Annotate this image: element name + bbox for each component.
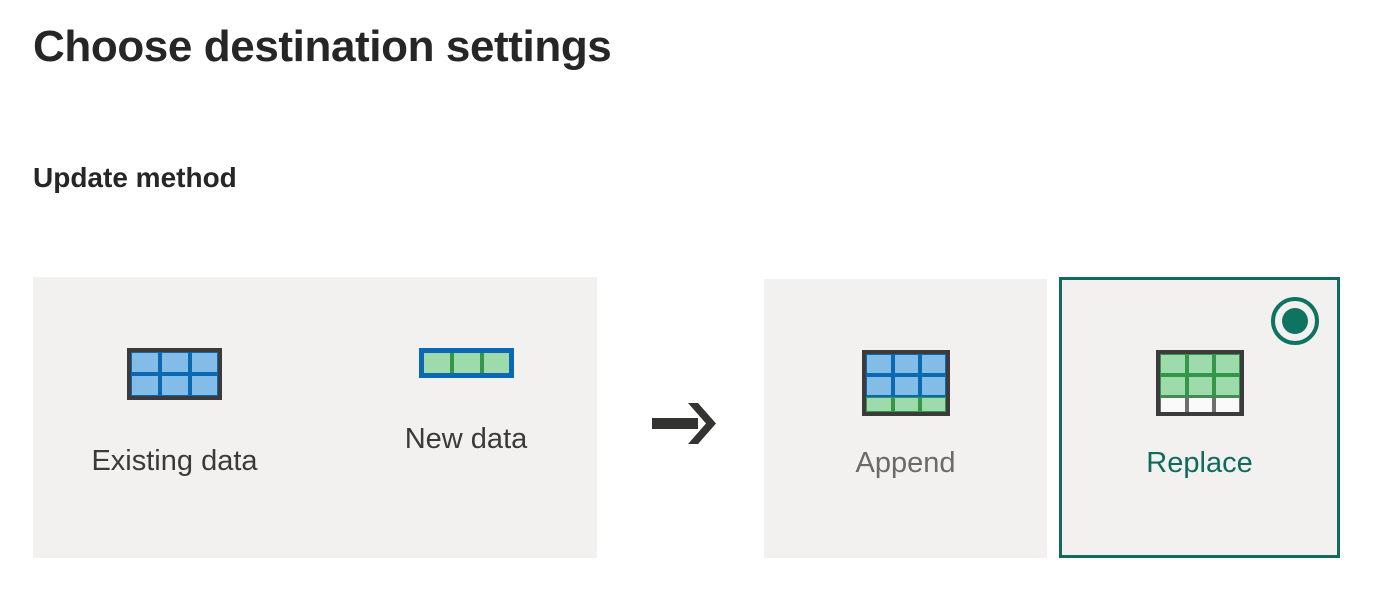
grid-3x3-blue-over-green-icon — [861, 350, 950, 416]
grid-3x2-blue-icon — [127, 348, 222, 400]
source-item-existing-data: Existing data — [62, 348, 287, 476]
section-heading-update-method: Update method — [33, 162, 237, 193]
source-item-new-data: New data — [370, 348, 562, 454]
arrow-right-icon — [652, 403, 716, 444]
option-label-append: Append — [855, 447, 956, 479]
grid-3x1-green-icon — [418, 348, 514, 378]
page-title: Choose destination settings — [33, 22, 612, 71]
source-data-panel — [33, 277, 597, 558]
source-item-label-existing-data: Existing data — [91, 445, 258, 477]
option-replace[interactable]: Replace — [1062, 350, 1337, 478]
grid-3x3-green-over-empty-icon — [1155, 350, 1244, 416]
source-item-label-new-data: New data — [404, 423, 528, 455]
option-append[interactable]: Append — [764, 350, 1047, 478]
radio-selected-icon[interactable] — [1271, 297, 1319, 345]
option-panel-append[interactable] — [764, 279, 1047, 558]
option-label-replace: Replace — [1146, 447, 1253, 479]
